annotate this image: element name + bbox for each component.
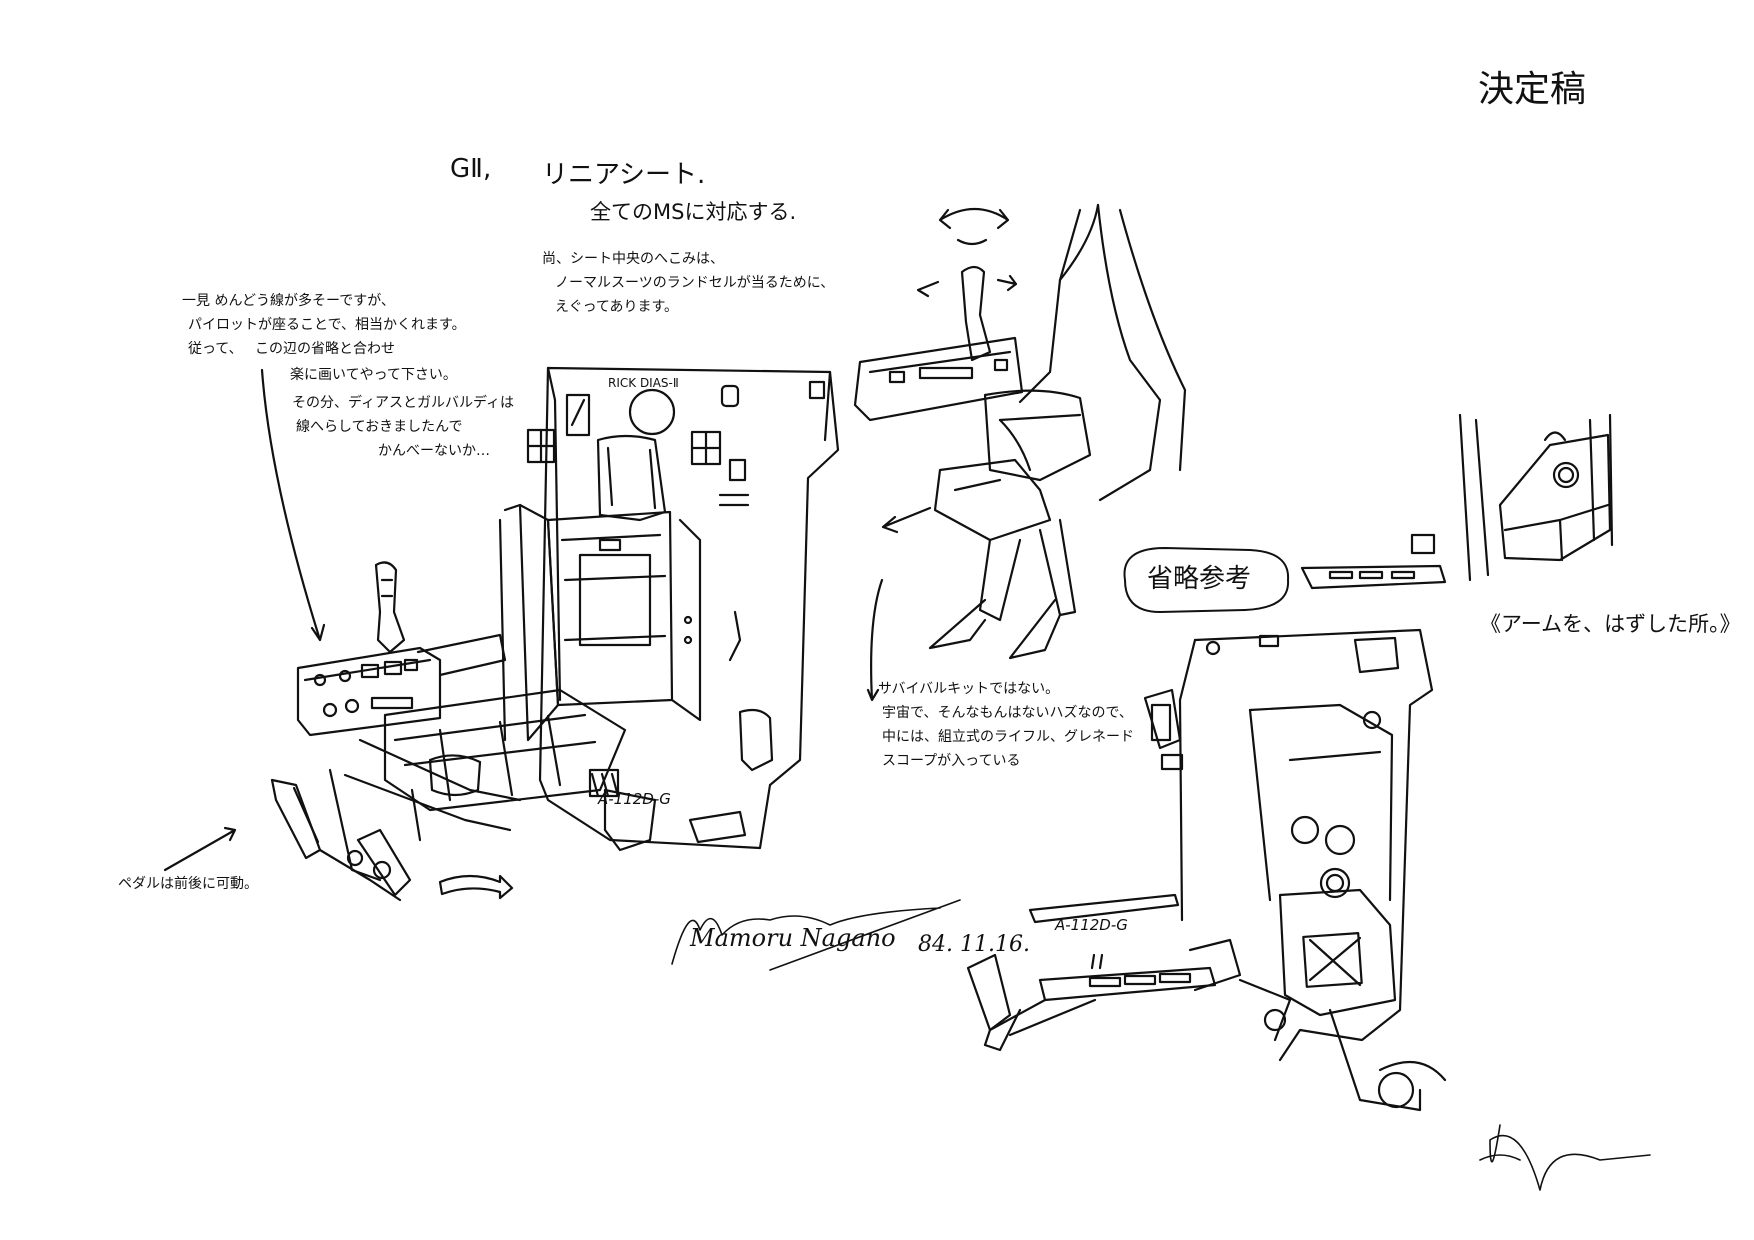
omission-reference-bubble: 省略参考 bbox=[1147, 564, 1252, 594]
heading-code: GⅡ, bbox=[450, 154, 492, 184]
arm-removed-caption: 《アームを、はずした所。》 bbox=[1480, 612, 1741, 636]
heading-subtitle: 全てのMSに対応する. bbox=[590, 200, 797, 224]
note-survival-4: スコープが入っている bbox=[882, 753, 1021, 769]
note-pedal: ペダルは前後に可動。 bbox=[118, 876, 258, 892]
model-plate-rear: A-112D-G bbox=[1055, 916, 1128, 934]
bottom-right-mark bbox=[1480, 1125, 1650, 1190]
signature-date: 84. 11.16. bbox=[918, 932, 1030, 957]
side-view-seat-drawing bbox=[855, 205, 1185, 700]
signature-stroke bbox=[672, 900, 960, 970]
note-left-3: 従って、 bbox=[188, 341, 243, 357]
model-plate-main: A-112D-G bbox=[598, 790, 671, 808]
note-left-1: 一見 めんどう線が多そーですが、 bbox=[182, 293, 395, 309]
note-top-1: 尚、シート中央のへこみは、 bbox=[542, 251, 724, 267]
rear-view-seat-drawing bbox=[968, 630, 1445, 1110]
note-left-5: 楽に画いてやって下さい。 bbox=[290, 367, 457, 383]
note-left-6: その分、ディアスとガルバルディは bbox=[292, 395, 515, 411]
note-left-4: この辺の省略と合わせ bbox=[255, 341, 395, 357]
main-seat-drawing bbox=[165, 368, 838, 900]
arm-removed-drawing bbox=[1302, 415, 1612, 588]
note-left-2: パイロットが座ることで、相当かくれます。 bbox=[188, 317, 466, 333]
note-left-7: 線へらしておきましたんで bbox=[296, 419, 463, 435]
note-survival-1: サバイバルキットではない。 bbox=[878, 681, 1060, 697]
heading-title: リニアシート. bbox=[542, 160, 706, 190]
artist-signature: Mamoru Nagano bbox=[690, 924, 896, 952]
approval-stamp: 決定稿 bbox=[1478, 69, 1587, 110]
note-survival-2: 宇宙で、そんなもんはないハズなので、 bbox=[882, 705, 1133, 721]
rick-dias-label: RICK DIAS-Ⅱ bbox=[608, 376, 679, 390]
speech-bubble-outline bbox=[1125, 548, 1289, 612]
note-survival-3: 中には、組立式のライフル、グレネード bbox=[882, 729, 1134, 745]
note-top-2: ノーマルスーツのランドセルが当るために、 bbox=[555, 275, 835, 291]
note-left-8: かんべーないか… bbox=[378, 443, 490, 459]
note-top-3: えぐってあります。 bbox=[555, 299, 679, 315]
